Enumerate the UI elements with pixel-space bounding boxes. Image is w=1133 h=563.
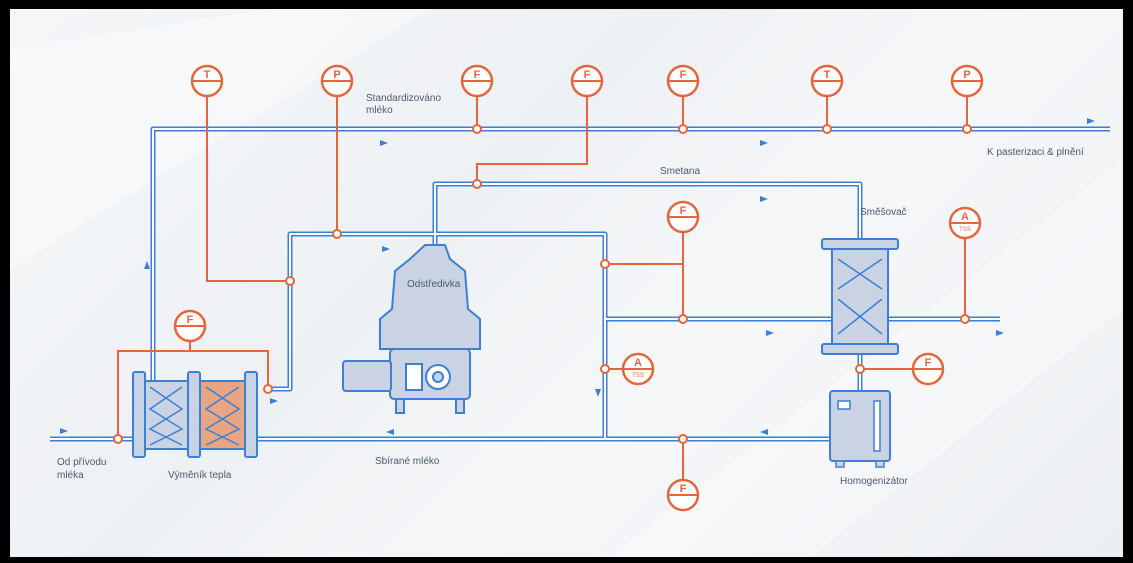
junction-dot <box>113 434 123 444</box>
signal-line-t1 <box>206 97 290 282</box>
gauge-letter: A <box>961 211 969 223</box>
flow-arrow-icon <box>595 389 601 397</box>
label-homogenizer: Homogenizátor <box>840 476 908 487</box>
separator <box>342 244 481 414</box>
gauge-sublabel: TSS <box>632 373 644 379</box>
label-standardized-milk-line2: mléko <box>366 105 393 116</box>
label-to-pasteurization: K pasterizaci & plnění <box>987 147 1084 158</box>
label-from-inlet: Od přívodu <box>57 457 106 468</box>
junction-dot <box>822 124 832 134</box>
background-shape <box>610 159 1123 557</box>
flow-gauge-icon: F <box>666 478 700 512</box>
flow-gauge-icon: F <box>911 352 945 386</box>
gauge-letter: P <box>333 69 340 81</box>
gauge-letter: A <box>634 357 642 369</box>
label-from-inlet-line2: mléka <box>57 470 84 481</box>
instrument-gauges: T P F F F T P F A TSS F A TSS F F <box>173 64 984 512</box>
flow-arrow-icon <box>386 429 394 435</box>
gauge-letter: P <box>963 69 970 81</box>
signal-line-mid-f <box>605 231 684 319</box>
flow-arrow-icon <box>382 246 390 252</box>
junction-dot <box>285 276 295 286</box>
temperature-gauge-icon: T <box>190 64 224 98</box>
process-diagram: T P F F F T P F A TSS F A TSS F F Standardizováno mlék… <box>10 9 1123 557</box>
flow-gauge-icon: F <box>173 309 207 343</box>
junction-dot <box>678 124 688 134</box>
flow-arrow-icon <box>60 428 68 434</box>
flow-arrow-icon <box>760 140 768 146</box>
junction-dot <box>472 124 482 134</box>
junction-dot <box>962 124 972 134</box>
diagram-canvas: T P F F F T P F A TSS F A TSS F F Standardizováno mlék… <box>10 9 1123 557</box>
gauge-letter: F <box>187 314 194 326</box>
pressure-gauge-icon: P <box>950 64 984 98</box>
flow-arrow-icon <box>996 330 1004 336</box>
sensor-junctions <box>113 124 972 444</box>
flow-arrows <box>60 118 1095 435</box>
junction-dot <box>855 364 865 374</box>
analyzer-gauge-icon: A TSS <box>948 206 982 240</box>
signal-lines <box>117 97 968 479</box>
gauge-letter: F <box>584 69 591 81</box>
mixer <box>821 238 899 355</box>
junction-dot <box>263 384 273 394</box>
flow-gauge-icon: F <box>460 64 494 98</box>
homogenizer <box>829 390 891 468</box>
junction-dot <box>960 314 970 324</box>
flow-arrow-icon <box>1087 118 1095 124</box>
heat-exchanger <box>132 371 258 458</box>
junction-dot <box>678 314 688 324</box>
gauge-sublabel: TSS <box>959 227 971 233</box>
flow-gauge-icon: F <box>570 64 604 98</box>
flow-arrow-icon <box>760 196 768 202</box>
flow-gauge-icon: F <box>666 64 700 98</box>
flow-gauge-icon: F <box>666 200 700 234</box>
analyzer-gauge-icon: A TSS <box>621 352 655 386</box>
label-heat-exchanger: Výměník tepla <box>168 470 232 481</box>
junction-dot <box>600 259 610 269</box>
signal-line-hx-f <box>117 342 269 439</box>
flow-arrow-icon <box>380 140 388 146</box>
temperature-gauge-icon: T <box>810 64 844 98</box>
signal-line-f2 <box>476 97 588 184</box>
pressure-gauge-icon: P <box>320 64 354 98</box>
flow-arrow-icon <box>760 429 768 435</box>
flow-arrow-icon <box>766 330 774 336</box>
gauge-letter: F <box>680 69 687 81</box>
label-separator: Odstředivka <box>407 279 461 290</box>
background-shape <box>10 9 430 269</box>
gauge-letter: T <box>204 69 211 81</box>
label-standardized-milk: Standardizováno <box>366 93 441 104</box>
gauge-letter: F <box>925 357 932 369</box>
gauge-letter: F <box>680 483 687 495</box>
label-cream: Smetana <box>660 166 700 177</box>
junction-dot <box>600 364 610 374</box>
gauge-letter: F <box>474 69 481 81</box>
junction-dot <box>332 229 342 239</box>
label-skim-milk: Sbírané mléko <box>375 456 440 467</box>
junction-dot <box>678 434 688 444</box>
gauge-letter: T <box>824 69 831 81</box>
gauge-letter: F <box>680 205 687 217</box>
label-mixer: Směšovač <box>860 207 907 218</box>
junction-dot <box>472 179 482 189</box>
flow-arrow-icon <box>144 261 150 269</box>
flow-arrow-icon <box>270 398 278 404</box>
